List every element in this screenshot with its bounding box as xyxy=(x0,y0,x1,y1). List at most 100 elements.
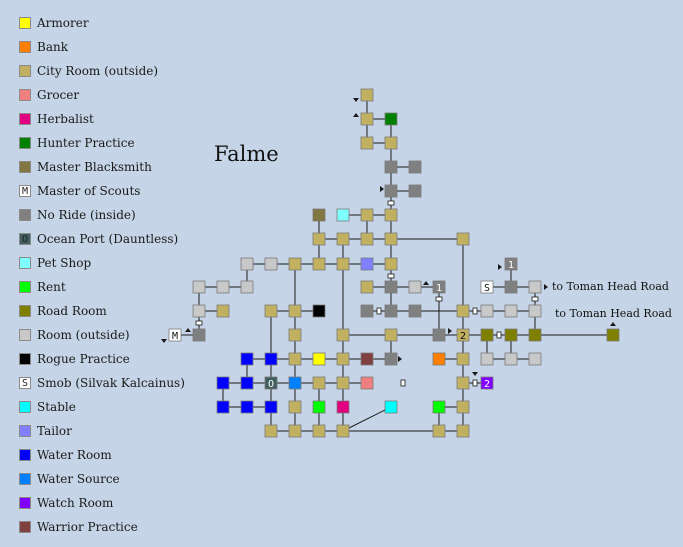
map-room[interactable] xyxy=(504,328,518,342)
map-room[interactable] xyxy=(264,400,278,414)
map-room[interactable] xyxy=(456,328,470,342)
map-room[interactable] xyxy=(528,280,542,294)
map-room[interactable] xyxy=(384,232,398,246)
map-room[interactable] xyxy=(288,400,302,414)
map-room[interactable] xyxy=(288,352,302,366)
map-room[interactable] xyxy=(360,112,374,126)
map-room[interactable] xyxy=(312,352,326,366)
map-room[interactable] xyxy=(384,112,398,126)
map-room[interactable] xyxy=(264,304,278,318)
map-room[interactable] xyxy=(528,328,542,342)
map-room[interactable] xyxy=(240,376,254,390)
map-room[interactable] xyxy=(360,232,374,246)
map-room[interactable] xyxy=(336,257,350,271)
map-room[interactable] xyxy=(240,400,254,414)
map-room[interactable] xyxy=(408,304,422,318)
map-room[interactable] xyxy=(456,400,470,414)
map-room[interactable] xyxy=(480,376,494,390)
map-room[interactable] xyxy=(336,400,350,414)
map-room[interactable] xyxy=(360,257,374,271)
map-room[interactable] xyxy=(312,232,326,246)
map-room[interactable] xyxy=(480,304,494,318)
map-room[interactable] xyxy=(288,304,302,318)
map-room[interactable] xyxy=(504,352,518,366)
room-mark: 2 xyxy=(484,379,490,390)
map-room[interactable] xyxy=(384,208,398,222)
map-room[interactable] xyxy=(360,136,374,150)
map-room[interactable] xyxy=(312,304,326,318)
map-room[interactable] xyxy=(288,257,302,271)
map-room[interactable] xyxy=(336,232,350,246)
map-room[interactable] xyxy=(456,232,470,246)
map-room[interactable] xyxy=(216,280,230,294)
map-room[interactable] xyxy=(360,280,374,294)
map-room[interactable] xyxy=(432,424,446,438)
map-room[interactable] xyxy=(264,352,278,366)
map-room[interactable] xyxy=(336,208,350,222)
map-room[interactable] xyxy=(504,257,518,271)
map-room[interactable] xyxy=(606,328,620,342)
map-room[interactable] xyxy=(216,376,230,390)
map-room[interactable] xyxy=(240,257,254,271)
map-room[interactable] xyxy=(264,376,278,390)
map-room[interactable] xyxy=(384,160,398,174)
map-room[interactable] xyxy=(216,400,230,414)
map-room[interactable] xyxy=(504,280,518,294)
map-room[interactable] xyxy=(432,280,446,294)
map-room[interactable] xyxy=(408,160,422,174)
map-room[interactable] xyxy=(264,424,278,438)
map-room[interactable] xyxy=(480,352,494,366)
map-room[interactable] xyxy=(288,424,302,438)
map-room[interactable] xyxy=(336,376,350,390)
map-room[interactable] xyxy=(528,352,542,366)
map-room[interactable] xyxy=(336,424,350,438)
map-room[interactable] xyxy=(384,352,398,366)
map-room[interactable] xyxy=(192,304,206,318)
map-room[interactable] xyxy=(360,304,374,318)
map-room[interactable] xyxy=(360,88,374,102)
map-room[interactable] xyxy=(456,376,470,390)
map-room[interactable] xyxy=(312,400,326,414)
map-room[interactable] xyxy=(456,304,470,318)
map-room[interactable] xyxy=(216,304,230,318)
map-room[interactable] xyxy=(384,328,398,342)
map-room[interactable] xyxy=(336,352,350,366)
map-room[interactable] xyxy=(288,328,302,342)
map-room[interactable] xyxy=(480,280,494,294)
map-room[interactable] xyxy=(384,136,398,150)
door-icon xyxy=(376,307,382,315)
map-room[interactable] xyxy=(288,376,302,390)
map-room[interactable] xyxy=(312,424,326,438)
map-room[interactable] xyxy=(240,280,254,294)
map-room[interactable] xyxy=(360,352,374,366)
map-room[interactable] xyxy=(312,208,326,222)
map-room[interactable] xyxy=(408,280,422,294)
legend-label: No Ride (inside) xyxy=(37,208,136,222)
map-room[interactable] xyxy=(192,280,206,294)
legend-label: Master Blacksmith xyxy=(37,160,152,174)
map-room[interactable] xyxy=(384,280,398,294)
map-room[interactable] xyxy=(432,328,446,342)
map-room[interactable] xyxy=(384,304,398,318)
map-room[interactable] xyxy=(384,400,398,414)
map-room[interactable] xyxy=(432,352,446,366)
map-room[interactable] xyxy=(312,257,326,271)
map-room[interactable] xyxy=(168,328,182,342)
legend-label: Stable xyxy=(37,400,76,414)
map-room[interactable] xyxy=(504,304,518,318)
map-room[interactable] xyxy=(240,352,254,366)
map-room[interactable] xyxy=(360,376,374,390)
map-room[interactable] xyxy=(192,328,206,342)
map-room[interactable] xyxy=(384,257,398,271)
map-room[interactable] xyxy=(432,400,446,414)
map-room[interactable] xyxy=(456,352,470,366)
map-room[interactable] xyxy=(384,184,398,198)
map-room[interactable] xyxy=(336,328,350,342)
map-room[interactable] xyxy=(480,328,494,342)
map-room[interactable] xyxy=(360,208,374,222)
map-room[interactable] xyxy=(456,424,470,438)
map-room[interactable] xyxy=(312,376,326,390)
map-room[interactable] xyxy=(528,304,542,318)
map-room[interactable] xyxy=(408,184,422,198)
map-room[interactable] xyxy=(264,257,278,271)
